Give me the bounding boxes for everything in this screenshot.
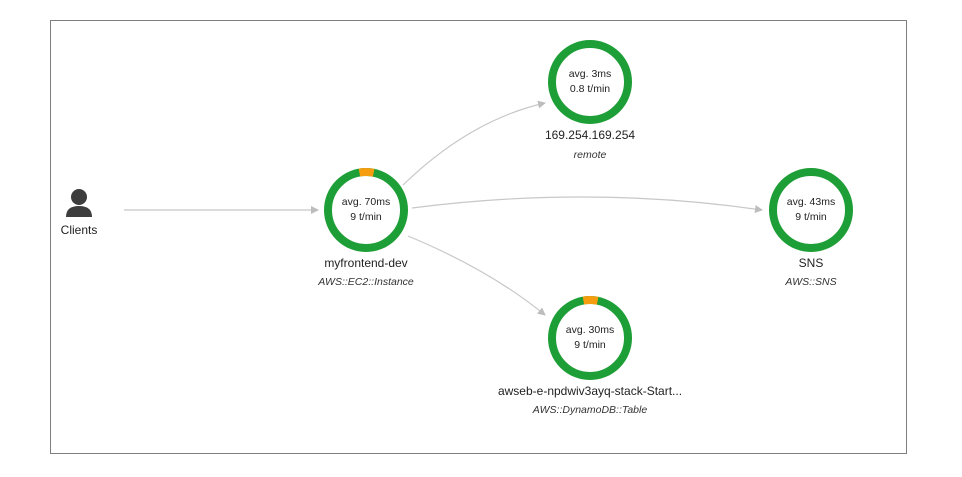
node-dynamo-avg: avg. 30ms bbox=[565, 324, 615, 336]
node-sns-avg: avg. 43ms bbox=[786, 196, 836, 208]
node-remote-avg: avg. 3ms bbox=[568, 68, 612, 80]
node-remote-tpm: 0.8 t/min bbox=[569, 83, 611, 95]
node-frontend-stats: avg. 70ms 9 t/min bbox=[342, 195, 390, 225]
clients-label: Clients bbox=[60, 223, 98, 237]
ring-ok-remote bbox=[548, 40, 632, 124]
node-dynamo-tpm: 9 t/min bbox=[574, 339, 606, 351]
node-ring-sns[interactable] bbox=[769, 168, 853, 252]
node-dynamo-name[interactable]: awseb-e-npdwiv3ayq-stack-Start... bbox=[497, 384, 683, 398]
node-frontend-tpm: 9 t/min bbox=[350, 211, 382, 223]
node-ring-dynamo[interactable] bbox=[546, 294, 634, 382]
node-frontend-type: AWS::EC2::Instance bbox=[318, 276, 414, 288]
service-map-frame bbox=[50, 20, 907, 454]
node-dynamo-stats: avg. 30ms 9 t/min bbox=[566, 323, 614, 353]
ring-ok-sns bbox=[769, 168, 853, 252]
node-remote-type: remote bbox=[573, 149, 607, 161]
edge-frontend-to-remote[interactable] bbox=[402, 100, 546, 186]
edge-frontend-to-dynamo[interactable] bbox=[407, 235, 546, 316]
node-frontend-name[interactable]: myfrontend-dev bbox=[324, 256, 408, 270]
node-ring-remote[interactable] bbox=[548, 40, 632, 124]
user-icon[interactable] bbox=[66, 189, 92, 217]
node-ring-frontend[interactable] bbox=[322, 166, 410, 254]
node-sns-stats: avg. 43ms 9 t/min bbox=[787, 195, 835, 225]
node-dynamo-type: AWS::DynamoDB::Table bbox=[532, 404, 648, 416]
node-remote-stats: avg. 3ms 0.8 t/min bbox=[569, 67, 612, 97]
node-sns-name[interactable]: SNS bbox=[798, 256, 824, 270]
node-remote-name[interactable]: 169.254.169.254 bbox=[544, 128, 636, 142]
node-sns-tpm: 9 t/min bbox=[795, 211, 827, 223]
ring-warn-dynamo bbox=[548, 296, 632, 380]
edge-frontend-to-sns[interactable] bbox=[411, 196, 763, 213]
ring-warn-frontend bbox=[324, 167, 408, 252]
node-sns-type: AWS::SNS bbox=[785, 276, 837, 288]
node-frontend-avg: avg. 70ms bbox=[341, 196, 391, 208]
